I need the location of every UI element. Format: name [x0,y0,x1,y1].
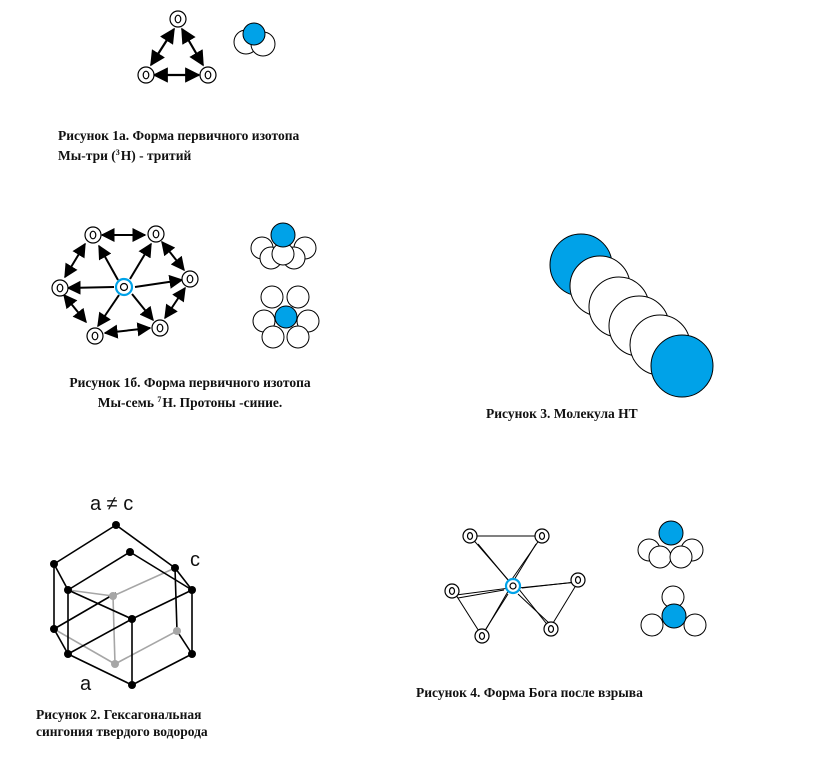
tritium-cluster [233,22,276,57]
neutron-ring [86,327,104,345]
proton [270,222,296,248]
proton [274,305,298,329]
neutron-ring [181,270,199,288]
proton-ring [504,577,522,595]
hexagon-arrows [63,228,186,339]
isotope-superscript: 3 [115,148,120,157]
proton [661,603,687,629]
cluster-fig4-bottom [640,585,707,637]
proton [658,520,684,546]
neutron-ring [444,583,460,599]
figure-4-diagram [444,528,586,644]
figure-1a-caption: Рисунок 1а. Форма первичного изотопа Мы-… [58,127,299,164]
neutron-ring [199,66,217,84]
figure-3-caption: Рисунок 3. Молекула HT [486,406,638,421]
neutron-ring [51,279,69,297]
neutron-ring [570,572,586,588]
caption-text: Мы-три ( [58,148,116,163]
lattice-label-top: a ≠ c [90,493,133,515]
caption-line: Мы-три (3H) - тритий [58,144,299,164]
figure-2-hex-lattice: a ≠ c c a [50,493,200,695]
neutron-ring [169,10,187,28]
proton-ring [114,277,134,297]
neutron-ring [84,226,102,244]
front-edges [53,524,193,686]
triangle-loops [455,535,579,637]
neutron-ring [534,528,550,544]
caption-text: H. Протоны -синие. [162,395,283,410]
caption-text: H) - тритий [120,148,192,163]
neutron-ring [462,528,478,544]
figure-1b-diagram [51,225,199,345]
neutron-ring [474,628,490,644]
back-edges [53,567,178,665]
proton [650,334,714,398]
figure-2-caption: Рисунок 2. Гексагональная сингония тверд… [36,706,208,740]
neutron-ring [147,225,165,243]
isotope-superscript: 7 [157,395,162,404]
cluster-fig4-top [637,520,704,569]
figure-3-molecule-ht [549,233,714,398]
caption-line: Рисунок 1б. Форма первичного изотопа [69,375,311,390]
neutron-ring [151,319,169,337]
proton [242,22,266,46]
triangle-arrows [150,27,204,83]
lattice-nodes [50,521,196,689]
neutron-ring [137,66,155,84]
lattice-label-a: a [80,673,92,695]
hepta-cluster-top [250,222,317,270]
neutron-ring [543,621,559,637]
figure-4-caption: Рисунок 4. Форма Бога после взрыва [416,685,643,700]
figure-1a-diagram [137,10,217,84]
hepta-cluster-bottom [252,285,320,349]
lattice-label-c: c [190,549,200,571]
caption-line: сингония твердого водорода [36,724,208,739]
caption-line: Рисунок 2. Гексагональная [36,707,202,722]
caption-line: Рисунок 1а. Форма первичного изотопа [58,128,300,143]
caption-text: Мы-семь [97,395,158,410]
caption-line: Мы-семь 7H. Протоны -синие. [52,391,328,411]
figure-1b-caption: Рисунок 1б. Форма первичного изотопа Мы-… [52,374,328,411]
